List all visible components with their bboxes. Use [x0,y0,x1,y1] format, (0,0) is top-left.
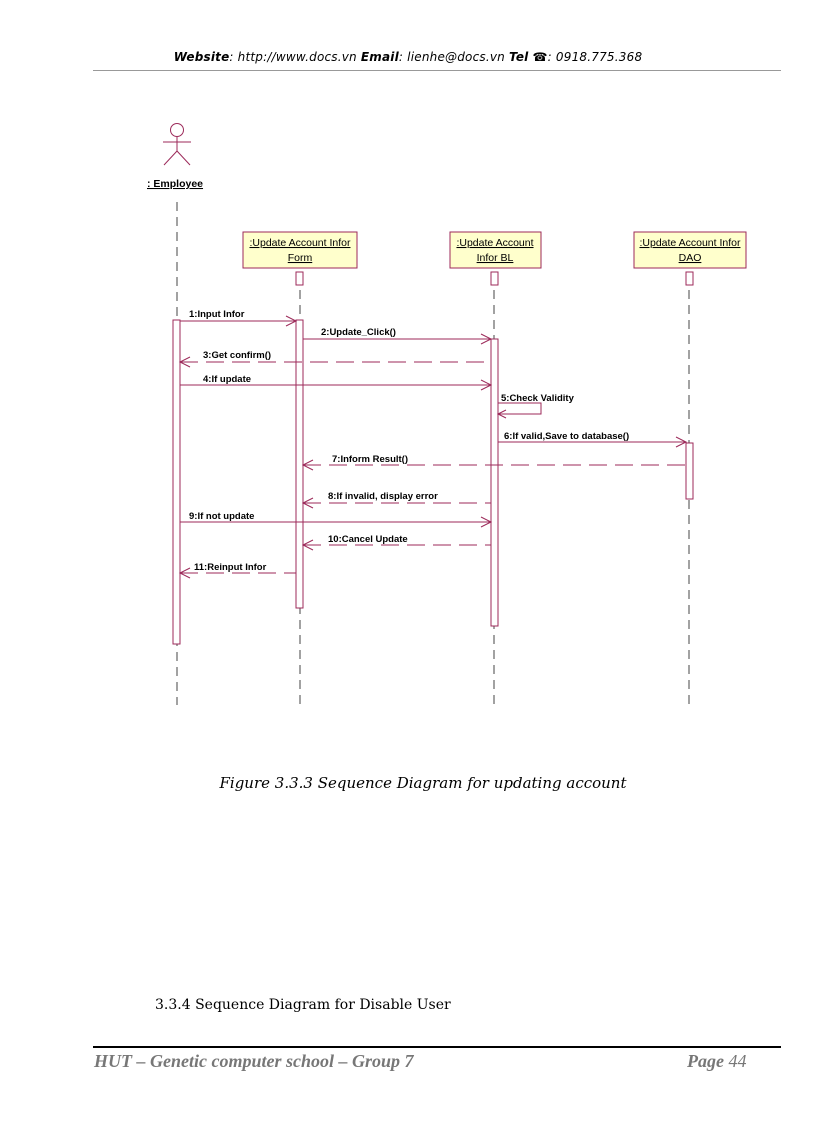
actor-figure [163,123,191,166]
email-value: : lienhe@docs.vn [398,50,505,64]
tel-label: Tel [508,50,529,64]
footer-divider [93,1046,781,1048]
message-label-3: 3:Get confirm() [203,350,271,361]
figure-caption: Figure 3.3.3 Sequence Diagram for updati… [219,774,627,792]
footer-left-text: HUT – Genetic computer school – Group 7 [94,1051,414,1071]
message-label-4: 4:If update [203,374,251,385]
lifeline-dao-line1: :Update Account Infor [640,237,741,249]
message-arrow-10 [301,539,491,551]
website-label: Website [173,50,230,64]
message-label-7: 7:Inform Result() [332,454,408,465]
tel-value: : 0918.775.368 [547,50,643,64]
sequence-diagram: : Employee :Update Account Infor Form :U… [147,123,747,705]
message-label-1: 1:Input Infor [189,309,245,320]
telephone-icon: ☎ [532,50,548,64]
message-label-5: 5:Check Validity [501,393,575,404]
lifeline-form-line1: :Update Account Infor [250,237,351,249]
message-label-10: 10:Cancel Update [328,534,408,545]
page-number-value: 44 [728,1051,747,1071]
page-label: Page [687,1051,724,1071]
message-arrow-3 [178,356,491,368]
header-divider [93,70,781,71]
lifeline-head-form [242,231,358,269]
message-label-9: 9:If not update [189,511,254,522]
activation-dao [685,442,694,500]
message-arrow-2 [303,333,493,345]
page-number: Page 44 [687,1051,746,1072]
lifeline-head-bl [449,231,542,269]
message-arrow-8 [301,497,491,509]
section-heading: 3.3.4 Sequence Diagram for Disable User [155,997,451,1013]
message-arrow-4 [180,379,493,391]
actor-label: : Employee [147,178,203,190]
message-label-2: 2:Update_Click() [321,327,396,338]
message-arrow-11 [178,567,296,579]
lifeline-dao-line2: DAO [679,252,702,264]
lifeline-bl-line1: :Update Account [456,237,533,249]
message-arrow-6 [498,436,688,448]
message-label-6: 6:If valid,Save to database() [504,431,629,442]
message-arrow-9 [180,516,493,528]
website-value: : http://www.docs.vn [229,50,357,64]
message-label-8: 8:If invalid, display error [328,491,438,502]
message-arrow-1 [180,315,298,327]
message-label-11: 11:Reinput Infor [194,562,267,573]
lifeline-bl-line2: Infor BL [477,252,514,264]
activation-form [295,319,304,609]
page-header: Website: http://www.docs.vn Email: lienh… [0,50,816,64]
message-arrow-7 [301,459,686,471]
lifeline-head-dao [633,231,747,269]
message-arrow-5 [496,402,542,419]
activation-bl [490,338,499,627]
email-label: Email [360,50,399,64]
activation-actor [172,319,181,645]
lifeline-form-line2: Form [288,252,313,264]
